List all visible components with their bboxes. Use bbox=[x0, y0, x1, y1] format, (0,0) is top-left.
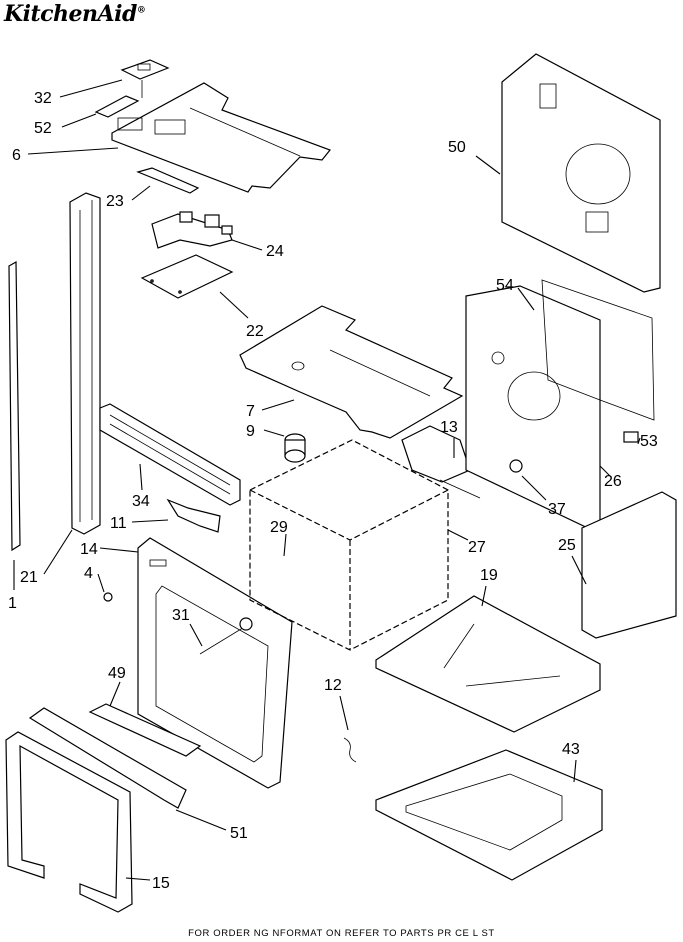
part-32-plate bbox=[120, 59, 170, 98]
callout-24: 24 bbox=[266, 243, 284, 260]
callout-11: 11 bbox=[110, 515, 127, 532]
part-13-element bbox=[401, 425, 481, 499]
part-24-bracket bbox=[151, 211, 233, 249]
callout-50: 50 bbox=[448, 139, 466, 156]
callout-29: 29 bbox=[270, 519, 288, 536]
part-6-top-panel bbox=[111, 82, 331, 193]
brand-logo: KitchenAid® bbox=[4, 1, 146, 27]
part-22-pad bbox=[140, 254, 234, 299]
callout-23: 23 bbox=[106, 193, 124, 210]
callout-52: 52 bbox=[34, 120, 52, 137]
part-12-wire bbox=[343, 737, 357, 763]
part-25-side-panel bbox=[581, 491, 677, 639]
callout-54: 54 bbox=[496, 277, 514, 294]
part-23-strip bbox=[136, 167, 200, 194]
leader-lines bbox=[13, 79, 641, 881]
callout-51: 51 bbox=[230, 825, 248, 842]
callout-27: 27 bbox=[468, 539, 486, 556]
part-31-switch bbox=[199, 617, 253, 655]
part-4-screw bbox=[103, 592, 113, 602]
callout-37: 37 bbox=[548, 501, 566, 518]
part-11-latch bbox=[166, 498, 221, 533]
callout-13: 13 bbox=[440, 419, 458, 436]
callout-1: 1 bbox=[8, 595, 17, 612]
part-15-gasket bbox=[5, 731, 133, 913]
callout-32: 32 bbox=[34, 90, 52, 107]
part-37-sensor bbox=[509, 459, 523, 473]
part-51-kick-panel bbox=[28, 707, 187, 809]
part-50-back-panel bbox=[501, 53, 661, 293]
part-49-strip bbox=[88, 703, 202, 757]
callout-15: 15 bbox=[152, 875, 170, 892]
callout-31: 31 bbox=[172, 607, 190, 624]
part-21-trim bbox=[69, 192, 101, 535]
part-14-front-frame bbox=[137, 537, 293, 789]
part-9-motor bbox=[284, 433, 306, 463]
part-19-bottom-tray bbox=[375, 595, 601, 733]
part-43-base bbox=[375, 749, 603, 881]
registered-mark: ® bbox=[136, 5, 146, 16]
callout-19: 19 bbox=[480, 567, 498, 584]
part-52-bracket bbox=[94, 95, 140, 118]
part-34-vent-grille bbox=[99, 403, 241, 506]
callout-21: 21 bbox=[20, 569, 38, 586]
callout-9: 9 bbox=[246, 423, 255, 440]
part-27-oven-cavity bbox=[249, 439, 449, 651]
callout-4: 4 bbox=[84, 565, 93, 582]
callout-12: 12 bbox=[324, 677, 342, 694]
part-1-rail bbox=[8, 260, 21, 552]
part-54-insulation-grid bbox=[541, 279, 655, 421]
callout-34: 34 bbox=[132, 493, 150, 510]
callout-22: 22 bbox=[246, 323, 264, 340]
callout-25: 25 bbox=[558, 537, 576, 554]
ordering-info-note: FOR ORDER NG NFORMAT ON REFER TO PARTS P… bbox=[188, 928, 495, 939]
callout-7: 7 bbox=[246, 403, 255, 420]
callout-14: 14 bbox=[80, 541, 98, 558]
callout-53: 53 bbox=[640, 433, 658, 450]
part-53-clip bbox=[623, 431, 639, 443]
callout-26: 26 bbox=[604, 473, 622, 490]
callout-49: 49 bbox=[108, 665, 126, 682]
part-7-oven-top bbox=[239, 305, 464, 439]
callout-43: 43 bbox=[562, 741, 580, 758]
callout-6: 6 bbox=[12, 147, 21, 164]
brand-logo-text: KitchenAid bbox=[4, 1, 137, 27]
part-54-rear-panel bbox=[465, 285, 601, 531]
